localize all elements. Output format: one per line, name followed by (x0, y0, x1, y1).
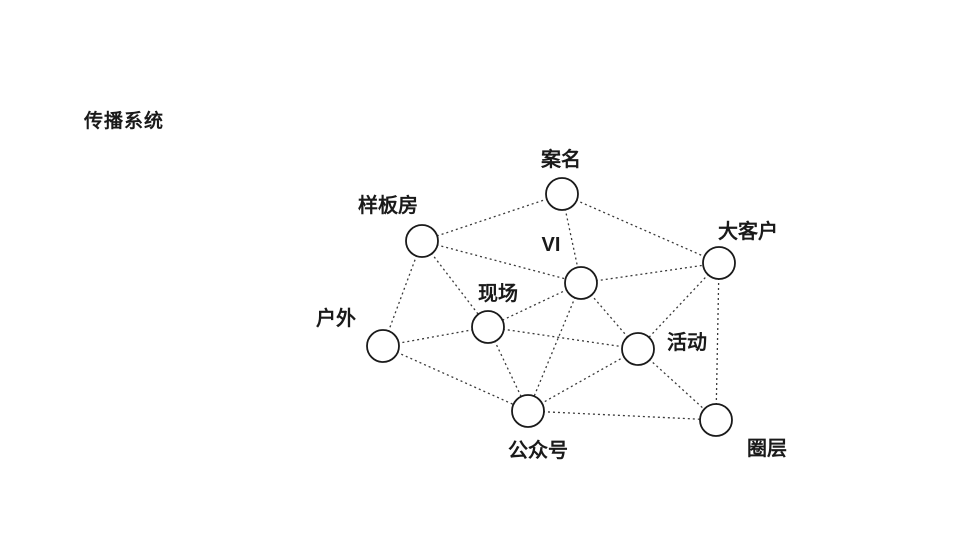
edge-xianchang-huodong (487, 326, 639, 350)
node-huwai (366, 329, 400, 363)
node-xianchang (471, 310, 505, 344)
node-dakehu (702, 246, 736, 280)
node-label-yangbanfang: 样板房 (358, 193, 418, 217)
node-gongzhonghao (511, 394, 545, 428)
edge-anming-dakehu (561, 193, 720, 264)
edge-yangbanfang-xianchang (421, 240, 489, 328)
node-huodong (621, 332, 655, 366)
edge-dakehu-quanceng (715, 262, 720, 421)
node-label-anming: 案名 (540, 147, 581, 171)
edge-huwai-gongzhonghao (382, 345, 529, 412)
node-yangbanfang (405, 224, 439, 258)
page-title: 传播系统 (84, 111, 165, 132)
edge-vi-gongzhonghao (527, 282, 582, 412)
edge-huodong-gongzhonghao (527, 348, 639, 412)
node-anming (545, 177, 579, 211)
node-label-huodong: 活动 (667, 331, 707, 354)
node-label-vi: VI (542, 234, 561, 256)
node-quanceng (699, 403, 733, 437)
edge-vi-dakehu (580, 262, 720, 284)
node-label-dakehu: 大客户 (718, 219, 778, 243)
edge-gongzhonghao-quanceng (527, 410, 717, 421)
node-vi (564, 266, 598, 300)
node-label-xianchang: 现场 (478, 282, 518, 305)
node-label-huwai: 户外 (316, 306, 356, 330)
node-label-gongzhonghao: 公众号 (508, 439, 568, 462)
node-label-quanceng: 圈层 (747, 437, 787, 460)
edge-vi-xianchang (487, 282, 582, 328)
edge-yangbanfang-huwai (382, 240, 423, 347)
